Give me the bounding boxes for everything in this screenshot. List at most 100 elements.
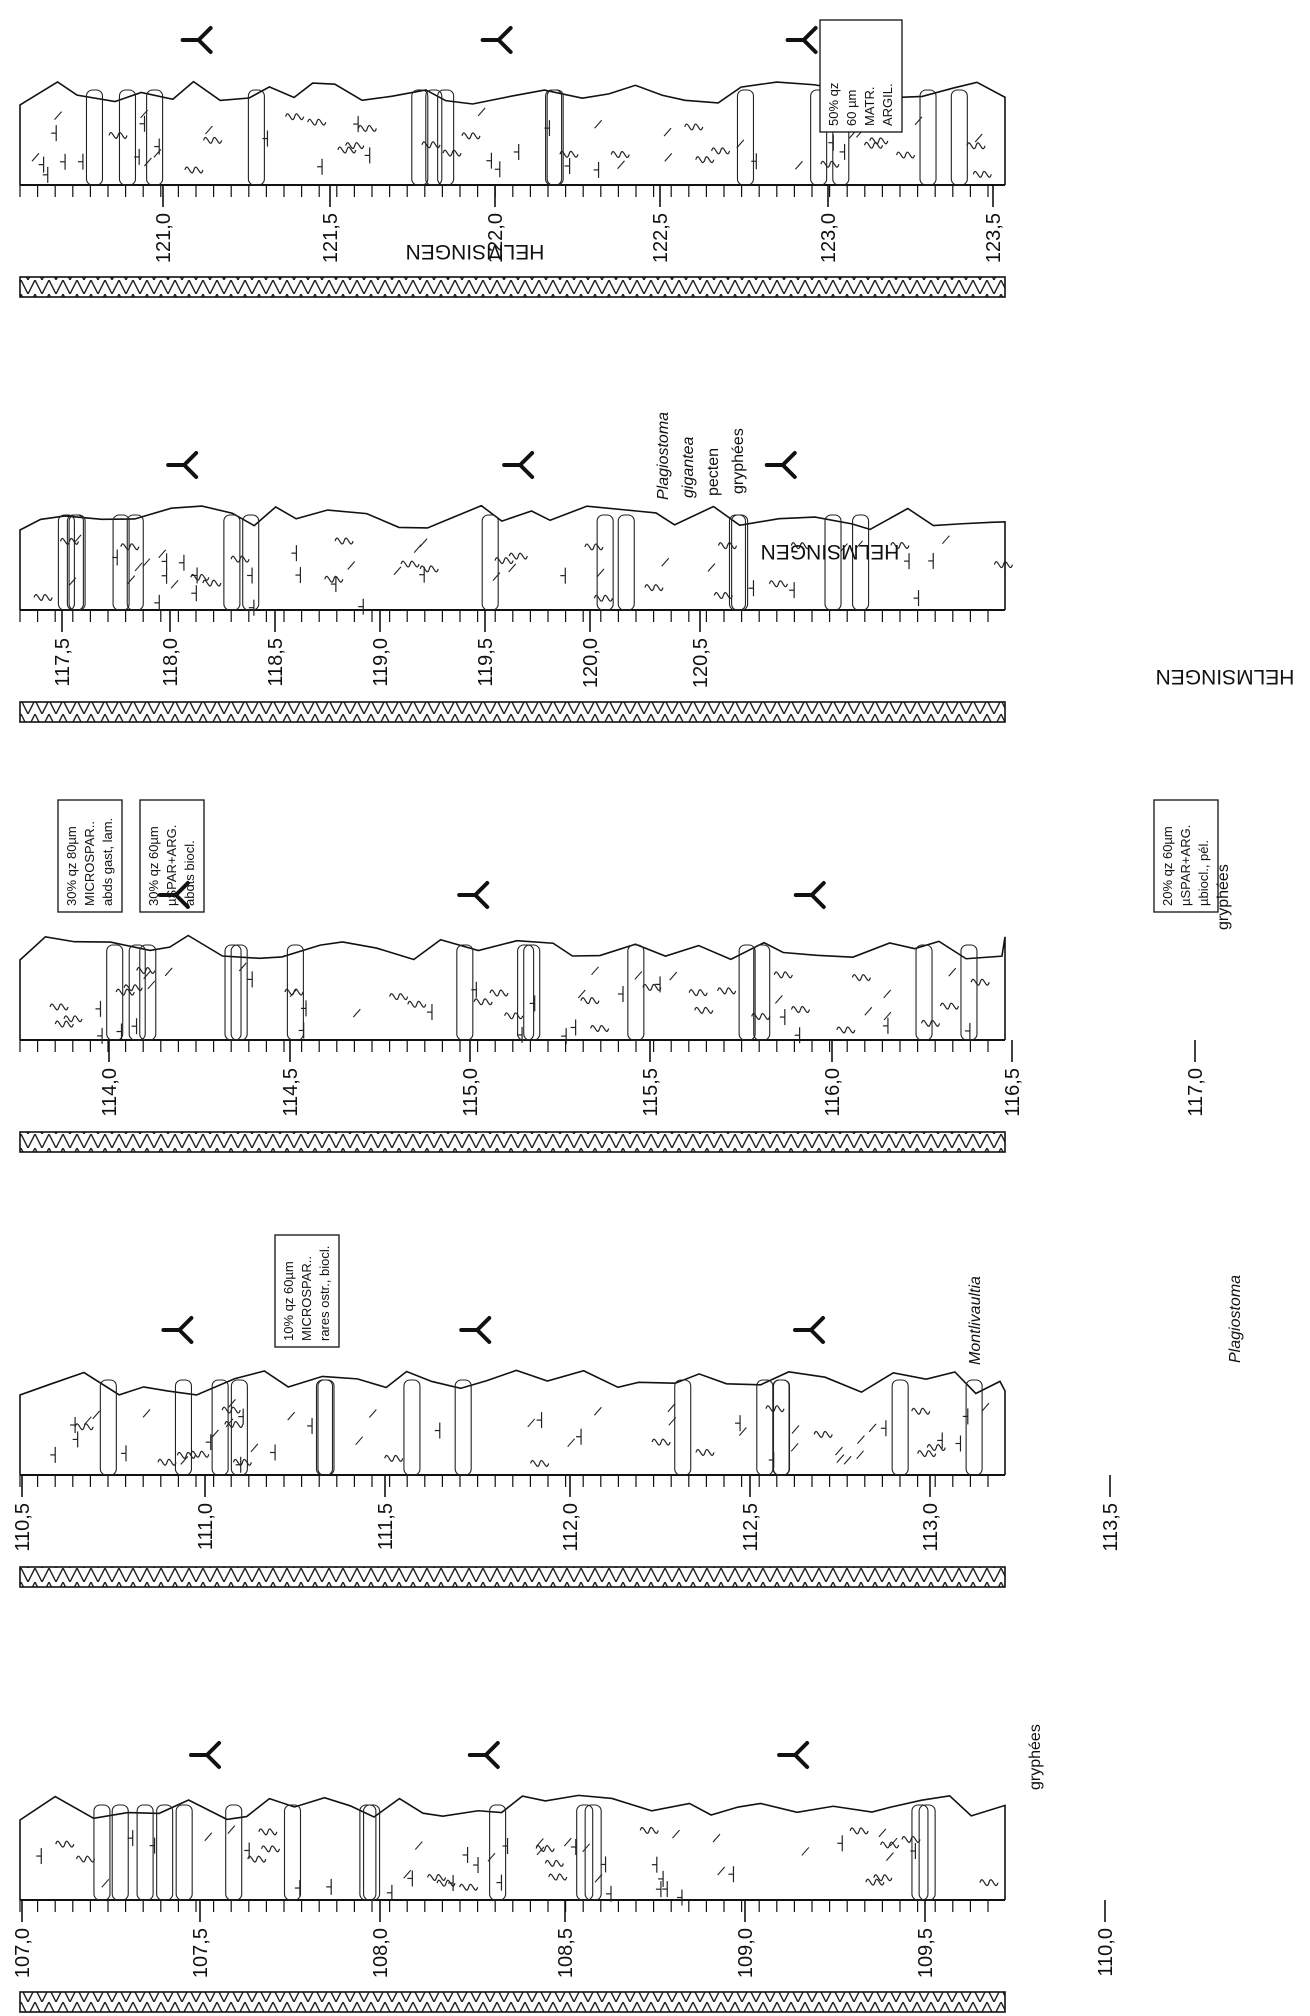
bed-column [738, 944, 756, 1041]
shell-symbol [224, 1421, 244, 1428]
lithology-mark [981, 1402, 990, 1412]
shell-symbol [190, 1450, 210, 1458]
bed-column [111, 1804, 129, 1901]
shell-symbol [836, 1026, 856, 1034]
y-marker [480, 26, 513, 54]
bed-column [99, 1379, 117, 1476]
bed-column [403, 1379, 421, 1476]
bed-column [112, 514, 130, 611]
shell-symbol [593, 594, 613, 602]
grainsize-bar [19, 1991, 1006, 2013]
shell-symbol [970, 978, 990, 986]
shell-symbol [917, 1450, 937, 1457]
depth-label: 119,5 [475, 638, 497, 687]
bed-column [960, 944, 978, 1041]
depth-label: 111,0 [195, 1503, 217, 1550]
lithology-mark [140, 109, 148, 119]
lithology-mark [355, 1436, 364, 1446]
shell-symbol [157, 1458, 177, 1466]
bed-column [437, 89, 455, 186]
depth-label: 122,5 [650, 213, 672, 263]
shell-symbol [389, 993, 409, 1001]
note-line: µSPAR+ARG. [164, 825, 179, 906]
bed-column [772, 1379, 790, 1476]
bed-column [596, 514, 614, 611]
lithology-mark [536, 1846, 545, 1856]
shell-symbol [337, 146, 357, 154]
shell-symbol [695, 156, 715, 164]
depth-label: 117,0 [1185, 1068, 1207, 1117]
shell-symbol [863, 141, 884, 149]
shell-symbol [108, 132, 128, 139]
shell-symbol [544, 1860, 564, 1867]
lithology-mark [596, 568, 605, 578]
lithology-mark [791, 1425, 800, 1434]
shell-symbol [324, 575, 344, 583]
shell-symbol [407, 1000, 427, 1008]
bed-column [489, 1804, 507, 1901]
depth-label: 116,5 [1002, 1068, 1024, 1117]
lithology-mark [868, 1423, 877, 1433]
bed-column [546, 89, 564, 186]
depth-label: 112,5 [740, 1503, 762, 1552]
lithology-mark [31, 152, 40, 162]
shell-symbol [357, 125, 377, 132]
bed-column [283, 1804, 302, 1901]
grainsize-bar [19, 276, 1006, 298]
shell-symbol [202, 579, 222, 587]
bed-column [454, 1379, 472, 1476]
bed-column [230, 944, 248, 1041]
bed-column [247, 89, 265, 186]
depth-label: 113,0 [920, 1503, 942, 1552]
shell-symbol [639, 1826, 659, 1834]
shell-symbol [115, 988, 135, 996]
bed-column [425, 89, 443, 186]
lithology-mark [393, 566, 402, 576]
shell-symbol [873, 1874, 893, 1882]
shell-symbol [820, 160, 840, 168]
bed-column [736, 89, 755, 186]
lithology-mark [717, 1866, 726, 1876]
shell-symbol [427, 1874, 447, 1881]
formation-name: HELMSINGEN [761, 540, 900, 563]
lithology-mark [664, 153, 673, 162]
shell-symbol [136, 967, 156, 974]
shell-symbol [33, 594, 53, 601]
note-line: 30% qz 60µm [146, 826, 161, 906]
bed-column [66, 514, 84, 611]
depth-label: 114,0 [99, 1068, 121, 1117]
lithology-mark [864, 1006, 873, 1016]
fossil-name: pecten [705, 448, 722, 496]
shell-symbol [610, 151, 630, 158]
shell-symbol [384, 1454, 404, 1462]
lithology-mark [663, 127, 672, 137]
shell-symbol [459, 1883, 479, 1891]
fossil-name: gryphées [730, 428, 747, 494]
shell-symbol [307, 118, 327, 126]
lithology-mark [669, 971, 678, 981]
lithology-mark [147, 980, 156, 990]
note-line: 20% qz 60µm [1160, 826, 1175, 906]
shell-symbol [49, 1003, 69, 1011]
bed-column [136, 1804, 154, 1901]
bed-column [731, 514, 749, 611]
shell-symbol [710, 147, 731, 155]
shell-symbol [494, 557, 514, 564]
bed-column [223, 514, 241, 611]
lithology-mark [617, 160, 625, 170]
shell-symbol [436, 1879, 456, 1887]
note-box [57, 799, 123, 913]
lithology-mark [878, 1828, 887, 1838]
lithology-mark [134, 562, 143, 572]
lithology-mark [712, 1833, 721, 1843]
lithology-mark [795, 160, 803, 170]
bed-column [810, 89, 828, 186]
bed-column [139, 944, 157, 1041]
shell-symbol [55, 1840, 75, 1848]
lithology-mark [180, 1455, 189, 1465]
bed-column [411, 89, 429, 186]
bed-column [481, 514, 499, 611]
lithology-mark [101, 1878, 110, 1888]
depth-label: 112,0 [560, 1503, 582, 1552]
